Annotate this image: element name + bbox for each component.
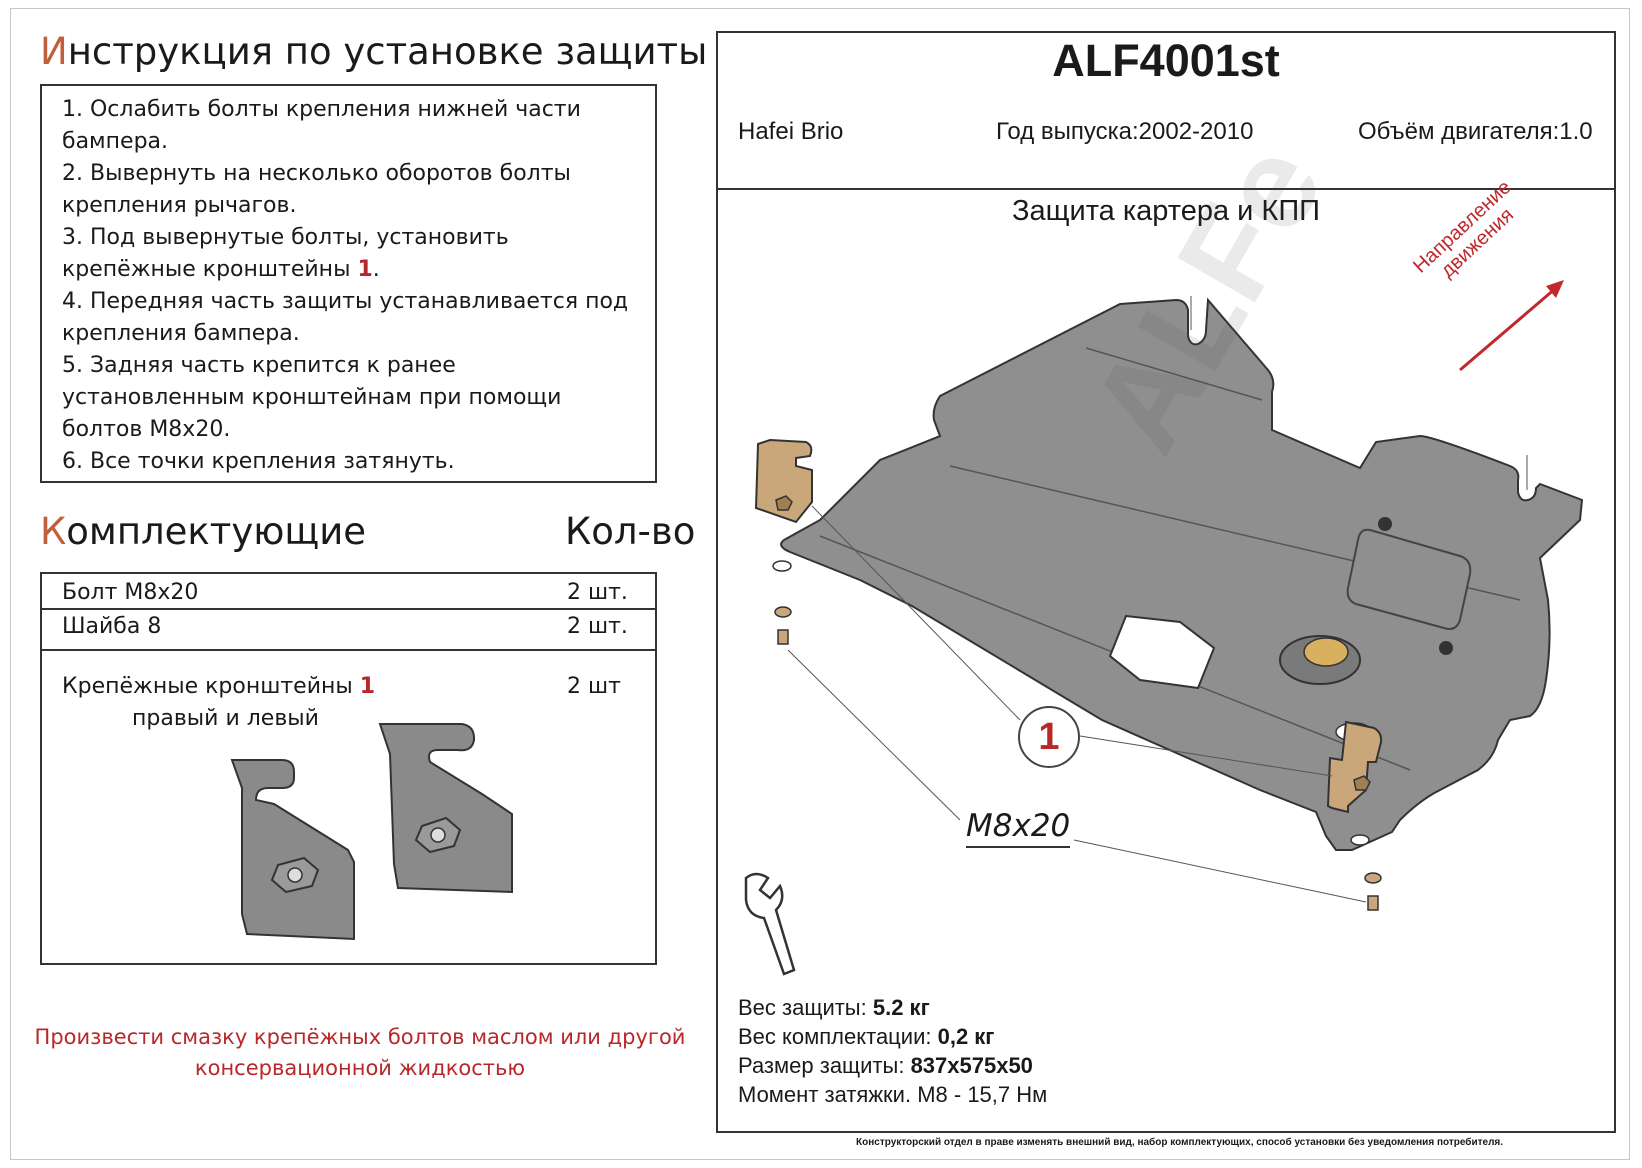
bracket-right-icon xyxy=(378,723,513,894)
qty-heading: Кол-во xyxy=(565,510,696,553)
note-line: Произвести смазку крепёжных болтов масло… xyxy=(34,1025,686,1049)
instruction-line: крепёжные кронштейны 1. xyxy=(62,254,655,286)
kit-divider xyxy=(42,649,655,651)
spec-value: 0,2 кг xyxy=(937,1024,995,1049)
bracket-installed-left-icon xyxy=(754,438,813,524)
kit-divider xyxy=(42,608,655,610)
product-code: ALF4001st xyxy=(1052,35,1280,86)
instruction-line: крепления рычагов. xyxy=(62,193,297,218)
lubrication-note: Произвести смазку крепёжных болтов масло… xyxy=(30,1022,690,1084)
kit-box: Болт М8х20 2 шт. Шайба 8 2 шт. Крепёжные… xyxy=(40,572,657,965)
kit-item-name: Крепёжные кронштейны 1 xyxy=(62,674,375,699)
spec-label: Размер защиты: xyxy=(738,1053,911,1078)
production-years: Год выпуска:2002-2010 xyxy=(996,118,1254,145)
instruction-line-text: крепёжные кронштейны xyxy=(62,257,358,282)
instruction-line: установленным кронштейнам при помощи xyxy=(62,385,562,410)
product-subtitle: Защита картера и КПП xyxy=(1011,195,1321,227)
instruction-line: болтов М8х20. xyxy=(62,417,231,442)
instruction-line: 1. Ослабить болты крепления нижней части xyxy=(62,97,581,122)
instruction-line: 3. Под вывернутые болты, установить xyxy=(62,225,509,250)
disclaimer: Конструкторский отдел в праве изменять в… xyxy=(856,1137,1504,1148)
kit-heading: Комплектующие xyxy=(40,510,366,553)
direction-arrow-icon xyxy=(1459,280,1564,372)
page-frame xyxy=(10,8,1630,1160)
car-model: Hafei Brio xyxy=(738,118,844,145)
kit-item-qty: 2 шт. xyxy=(567,580,628,605)
instruction-line: 4. Передняя часть защиты устанавливается… xyxy=(62,289,629,314)
instruction-line: 5. Задняя часть крепится к ранее xyxy=(62,353,456,378)
spec-size: Размер защиты: 837х575х50 xyxy=(738,1051,1047,1080)
bracket-sub: правый и левый xyxy=(132,706,319,731)
skid-plate-icon xyxy=(772,297,1584,851)
kit-item-qty: 2 шт xyxy=(567,674,621,699)
specs-block: Вес защиты: 5.2 кг Вес комплектации: 0,2… xyxy=(738,993,1047,1109)
bolt-right-icon xyxy=(1364,872,1382,911)
spec-value: 837х575х50 xyxy=(910,1053,1033,1078)
instruction-line: 6. Все точки крепления затянуть. xyxy=(62,449,455,474)
kit-item-qty: 2 шт. xyxy=(567,614,628,639)
bracket-illustration xyxy=(230,723,513,941)
instructions-heading-text: нструкция по установке защиты xyxy=(67,30,708,73)
bracket-left-icon xyxy=(230,759,355,941)
wrench-icon xyxy=(744,872,796,976)
spec-value: М8 - 15,7 Нм xyxy=(917,1082,1048,1107)
bracket-name: Крепёжные кронштейны xyxy=(62,674,360,699)
note-line: консервационной жидкостью xyxy=(194,1056,526,1080)
instruction-line: крепления бампера. xyxy=(62,321,300,346)
spec-value: 5.2 кг xyxy=(872,995,930,1020)
bolt-label: M8x20 xyxy=(966,808,1071,844)
instruction-line: бампера. xyxy=(62,129,169,154)
instructions-heading: Инструкция по установке защиты xyxy=(40,30,707,73)
spec-label: Момент затяжки. xyxy=(738,1082,918,1107)
instruction-line: 2. Вывернуть на несколько оборотов болты xyxy=(62,161,571,186)
kit-item-name: Болт М8х20 xyxy=(62,580,199,605)
bolt-left-icon xyxy=(774,606,792,645)
spec-kit-weight: Вес комплектации: 0,2 кг xyxy=(738,1022,1047,1051)
bolt-label-underline xyxy=(966,846,1070,848)
spec-torque: Момент затяжки. М8 - 15,7 Нм xyxy=(738,1080,1047,1109)
kit-heading-initial: К xyxy=(40,510,67,553)
bracket-ref: 1 xyxy=(359,674,376,699)
instruction-line-end: . xyxy=(372,257,380,282)
leader-lines xyxy=(787,296,1528,903)
bracket-ref: 1 xyxy=(357,257,373,282)
instructions-heading-initial: И xyxy=(40,30,68,73)
instructions-box: 1. Ослабить болты крепления нижней части… xyxy=(40,84,657,483)
header-divider xyxy=(718,188,1614,190)
kit-item-name: Шайба 8 xyxy=(62,614,162,639)
spec-label: Вес защиты: xyxy=(738,995,873,1020)
spec-label: Вес комплектации: xyxy=(738,1024,938,1049)
bracket-installed-right-icon xyxy=(1326,720,1383,814)
kit-heading-text: омплектующие xyxy=(66,510,367,553)
spec-weight: Вес защиты: 5.2 кг xyxy=(738,993,1047,1022)
engine-volume: Объём двигателя:1.0 xyxy=(1358,118,1593,145)
bracket-callout: 1 xyxy=(1018,706,1080,768)
